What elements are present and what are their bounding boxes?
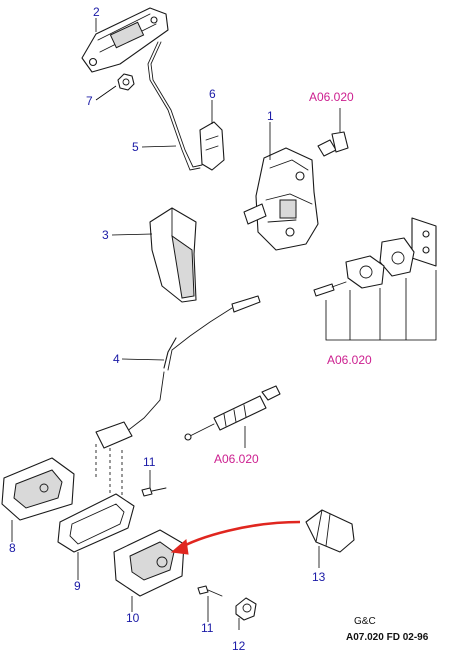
part-number-11-lower: 11: [201, 621, 214, 635]
part-number-6: 6: [209, 87, 216, 101]
release-cable: [95, 295, 261, 449]
rod-clip: [199, 121, 225, 171]
part-number-9: 9: [74, 579, 81, 593]
latch-bolt: [317, 131, 349, 157]
brand-mark: G&C: [354, 616, 376, 627]
screw-cap: [235, 597, 257, 621]
part-number-2: 2: [93, 5, 100, 19]
striker-plate: [345, 217, 437, 289]
part-number-5: 5: [132, 140, 139, 154]
diagram-code: A07.020 FD 02-96: [346, 632, 429, 643]
control-rod: [147, 41, 201, 171]
installation-arrow: [170, 520, 301, 555]
handle-gasket: [57, 493, 135, 553]
courtesy-bulb: [305, 509, 355, 553]
part-number-8: 8: [9, 541, 16, 555]
part-number-3: 3: [102, 228, 109, 242]
part-number-11-upper: 11: [143, 455, 156, 469]
nut: [117, 73, 135, 91]
striker-screw: [313, 281, 347, 297]
reference-latch-bolt: A06.020: [309, 90, 354, 104]
part-number-12: 12: [232, 639, 246, 653]
reference-striker-screws: A06.020: [327, 353, 372, 367]
reference-cable-rod: A06.020: [214, 452, 259, 466]
inner-handle: [113, 529, 185, 597]
screw-upper: [141, 487, 167, 497]
part-number-1: 1: [267, 109, 274, 123]
screw-lower: [197, 585, 223, 597]
handle-bezel: [1, 457, 75, 521]
part-number-10: 10: [126, 611, 140, 625]
part-number-7: 7: [86, 94, 93, 108]
handle-bracket: [81, 7, 169, 73]
part-number-13: 13: [312, 570, 326, 584]
door-latch: [243, 147, 319, 251]
cable-rod: [184, 385, 281, 441]
part-number-4: 4: [113, 352, 120, 366]
latch-cover: [149, 207, 197, 303]
